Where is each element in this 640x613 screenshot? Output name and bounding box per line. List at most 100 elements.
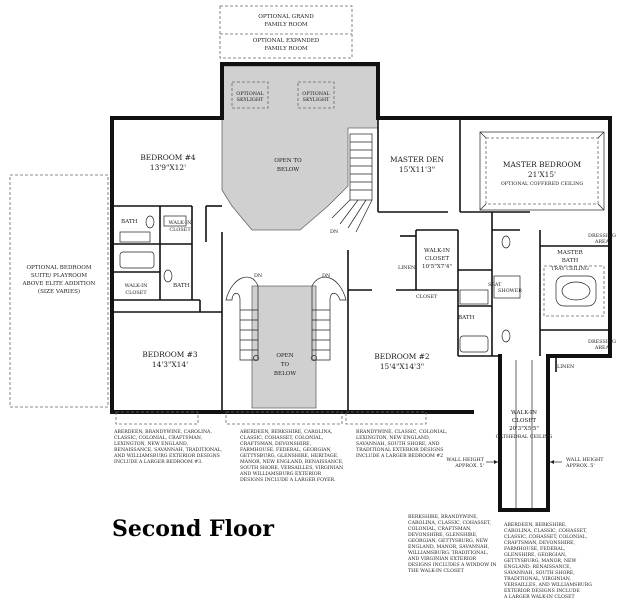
skylight-left-box (231, 81, 269, 109)
svg-text:CLASSIC, COHASSET, COLONIAL,: CLASSIC, COHASSET, COLONIAL, (240, 435, 324, 441)
svg-text:A LARGER WALK-IN CLOSET: A LARGER WALK-IN CLOSET (503, 594, 576, 600)
bath-fixtures (119, 215, 521, 353)
master-bath-label-1: MASTER (557, 250, 583, 256)
optional-suite-label-3: ABOVE ELITE ADDITION (22, 281, 96, 287)
wic-left-mid-label-2: CLOSET (125, 290, 147, 296)
coffered-ceiling (479, 131, 605, 211)
bedroom2-size: 15'4"X14'3" (380, 362, 424, 371)
linen-2-label: LINEN (557, 364, 575, 370)
bay-outlines (115, 411, 427, 425)
optional-suite-label-1: OPTIONAL BEDROOM (26, 265, 91, 271)
optional-rooms-outline (219, 5, 353, 59)
open-to-below-center-label-3: BELOW (274, 371, 296, 377)
bedroom4-size: 13'9"X12' (150, 163, 186, 172)
note-bedroom2: BRANDYWINE, CLASSIC, COLONIAL, LEXINGTON… (356, 429, 448, 459)
wic-left-top-label-1: WALK-IN (169, 220, 192, 226)
shower-label: SHOWER (498, 288, 522, 294)
svg-text:AND WILLIAMSBURG EXTERIOR: AND WILLIAMSBURG EXTERIOR (239, 471, 322, 477)
room-labels: OPTIONAL GRAND FAMILY ROOM OPTIONAL EXPA… (22, 14, 616, 469)
svg-text:INCLUDE A LARGER BEDROOM #2: INCLUDE A LARGER BEDROOM #2 (356, 453, 443, 459)
bedroom4-label: BEDROOM #4 (140, 153, 196, 162)
stair-center (225, 276, 347, 361)
master-bath-label-2: BATH (562, 258, 579, 264)
wall-height-left-2: APPROX. 5' (454, 463, 484, 469)
dressing-bottom-label-2: AREA (594, 345, 610, 351)
linen-1-label: LINEN (398, 265, 416, 271)
svg-text:DEVONSHIRE, GLENSHIRE,: DEVONSHIRE, GLENSHIRE, (408, 532, 478, 538)
stair-top (331, 133, 373, 233)
svg-text:CRAFTSMAN, DEVONSHIRE,: CRAFTSMAN, DEVONSHIRE, (504, 540, 576, 546)
toilet-icon (145, 215, 155, 229)
optional-suite-label-4: (SIZE VARIES) (38, 288, 80, 295)
svg-text:GLENSHIRE, GEORGIAN,: GLENSHIRE, GEORGIAN, (504, 552, 567, 558)
master-bedroom-ceiling: OPTIONAL COFFERED CEILING (501, 181, 584, 187)
svg-text:CAROLINA, CLASSIC, COHASSET,: CAROLINA, CLASSIC, COHASSET, (408, 520, 492, 526)
wall-height-right-1: WALL HEIGHT (566, 457, 604, 463)
wic-long-size: 20'3"X5'5" (509, 426, 539, 432)
dn-left-label: DN (254, 273, 263, 279)
optional-expanded-family-room-label-1: OPTIONAL EXPANDED (253, 38, 320, 44)
bath-left-mid-label: BATH (173, 283, 190, 289)
note-foyer: ABERDEEN, BERKSHIRE, CAROLINA, CLASSIC, … (239, 429, 344, 483)
svg-text:WILLIAMSBURG, TRADITIONAL,: WILLIAMSBURG, TRADITIONAL, (408, 550, 489, 556)
svg-text:ABERDEEN, BERKSHIRE,: ABERDEEN, BERKSHIRE, (503, 522, 567, 528)
svg-text:AND WILLIAMSBURG EXTERIOR DESI: AND WILLIAMSBURG EXTERIOR DESIGNS (113, 453, 220, 459)
dressing-bottom-label-1: DRESSING (588, 339, 616, 345)
wic-long-ceiling: CATHEDRAL CEILING (496, 434, 553, 440)
svg-text:EXTERIOR DESIGNS INCLUDE: EXTERIOR DESIGNS INCLUDE (504, 588, 580, 594)
bath-right-label: BATH (458, 315, 475, 321)
optional-grand-family-room-label-2: FAMILY ROOM (264, 22, 308, 28)
skylight-right-label-2: SKYLIGHT (303, 97, 330, 103)
master-bath-ceiling: TRAY CEILING (551, 266, 589, 272)
svg-text:MANOR, NEW ENGLAND, RENAISSANC: MANOR, NEW ENGLAND, RENAISSANCE, (240, 459, 344, 465)
svg-text:ENGLAND, RENAISSANCE,: ENGLAND, RENAISSANCE, (504, 564, 572, 570)
wic-left-top-label-2: CLOSET (169, 227, 191, 233)
svg-text:TRADITIONAL EXTERIOR DESIGNS: TRADITIONAL EXTERIOR DESIGNS (356, 447, 443, 453)
svg-text:FARMHOUSE, FEDERAL,: FARMHOUSE, FEDERAL, (504, 546, 566, 552)
dressing-top-label-2: AREA (594, 239, 610, 245)
skylight-left-label-1: OPTIONAL (236, 91, 264, 97)
svg-text:TRADITIONAL, VIRGINIAN,: TRADITIONAL, VIRGINIAN, (504, 576, 572, 582)
closet-ceiling (515, 360, 533, 508)
tub-left-icon (119, 251, 155, 269)
svg-text:INCLUDE A LARGER BEDROOM #3.: INCLUDE A LARGER BEDROOM #3. (114, 459, 203, 465)
wic-left-mid-label-1: WALK-IN (125, 283, 148, 289)
svg-text:SAVANNAH, SOUTH SHORE, AND: SAVANNAH, SOUTH SHORE, AND (356, 441, 440, 447)
dn-top-label: DN (330, 229, 339, 235)
optional-expanded-family-room-label-2: FAMILY ROOM (264, 46, 308, 52)
svg-text:CLASSIC, COHASSET, COLONIAL,: CLASSIC, COHASSET, COLONIAL, (504, 534, 588, 540)
svg-text:GETTYSBURG, MANOR, NEW: GETTYSBURG, MANOR, NEW (504, 558, 576, 564)
svg-text:AND VIRGINIAN EXTERIOR: AND VIRGINIAN EXTERIOR (407, 556, 477, 562)
skylight-right-box (297, 81, 335, 109)
master-bedroom-size: 21'X15' (528, 170, 556, 179)
master-den-label: MASTER DEN (390, 155, 445, 164)
svg-text:SOUTH SHORE, VERSAILLES, VIRGI: SOUTH SHORE, VERSAILLES, VIRGINIAN (240, 465, 343, 471)
open-to-below-center-label-2: TO (281, 362, 290, 368)
master-bath-fixtures (543, 265, 605, 317)
svg-text:ABERDEEN, BERKSHIRE, CAROLINA,: ABERDEEN, BERKSHIRE, CAROLINA, (239, 429, 333, 435)
skylight-left-label-2: SKYLIGHT (237, 97, 264, 103)
svg-text:DESIGNS INCLUDES A WINDOW IN: DESIGNS INCLUDES A WINDOW IN (408, 562, 497, 568)
svg-text:VERSAILLES, AND WILLIAMSBURG: VERSAILLES, AND WILLIAMSBURG (503, 582, 592, 588)
open-to-below-top-label-1: OPEN TO (274, 158, 302, 164)
svg-text:SAVANNAH, SOUTH SHORE,: SAVANNAH, SOUTH SHORE, (504, 570, 575, 576)
open-to-below-top-label-2: BELOW (277, 167, 299, 173)
svg-text:FARMHOUSE, FEDERAL, GEORGIAN,: FARMHOUSE, FEDERAL, GEORGIAN, (240, 447, 332, 453)
bath-left-top-label: BATH (121, 219, 138, 225)
open-to-below-center-label-1: OPEN (276, 353, 293, 359)
dn-right-label: DN (322, 273, 331, 279)
svg-text:LEXINGTON, NEW ENGLAND,: LEXINGTON, NEW ENGLAND, (356, 435, 431, 441)
svg-text:BERKSHIRE, BRANDYWINE,: BERKSHIRE, BRANDYWINE, (408, 514, 478, 520)
note-bedroom3: ABERDEEN, BRANDYWINE, CAROLINA, CLASSIC,… (113, 429, 223, 465)
svg-text:GETTYSBURG, GLENSHIRE, HERITAG: GETTYSBURG, GLENSHIRE, HERITAGE, (240, 453, 339, 459)
master-den-size: 15'X11'3" (399, 165, 435, 174)
svg-text:CAROLINA, CLASSIC, COHASSET,: CAROLINA, CLASSIC, COHASSET, (504, 528, 588, 534)
svg-text:GEORGIAN, GETTYSBURG, NEW: GEORGIAN, GETTYSBURG, NEW (408, 538, 488, 544)
svg-text:ABERDEEN, BRANDYWINE, CAROLINA: ABERDEEN, BRANDYWINE, CAROLINA, (113, 429, 212, 435)
svg-text:ENGLAND, MANOR, SAVANNAH,: ENGLAND, MANOR, SAVANNAH, (408, 544, 490, 550)
bedroom3-size: 14'3"X14' (152, 360, 188, 369)
master-bedroom-label: MASTER BEDROOM (503, 160, 582, 169)
interior-walls (112, 118, 610, 412)
vanity-icon (119, 231, 151, 243)
